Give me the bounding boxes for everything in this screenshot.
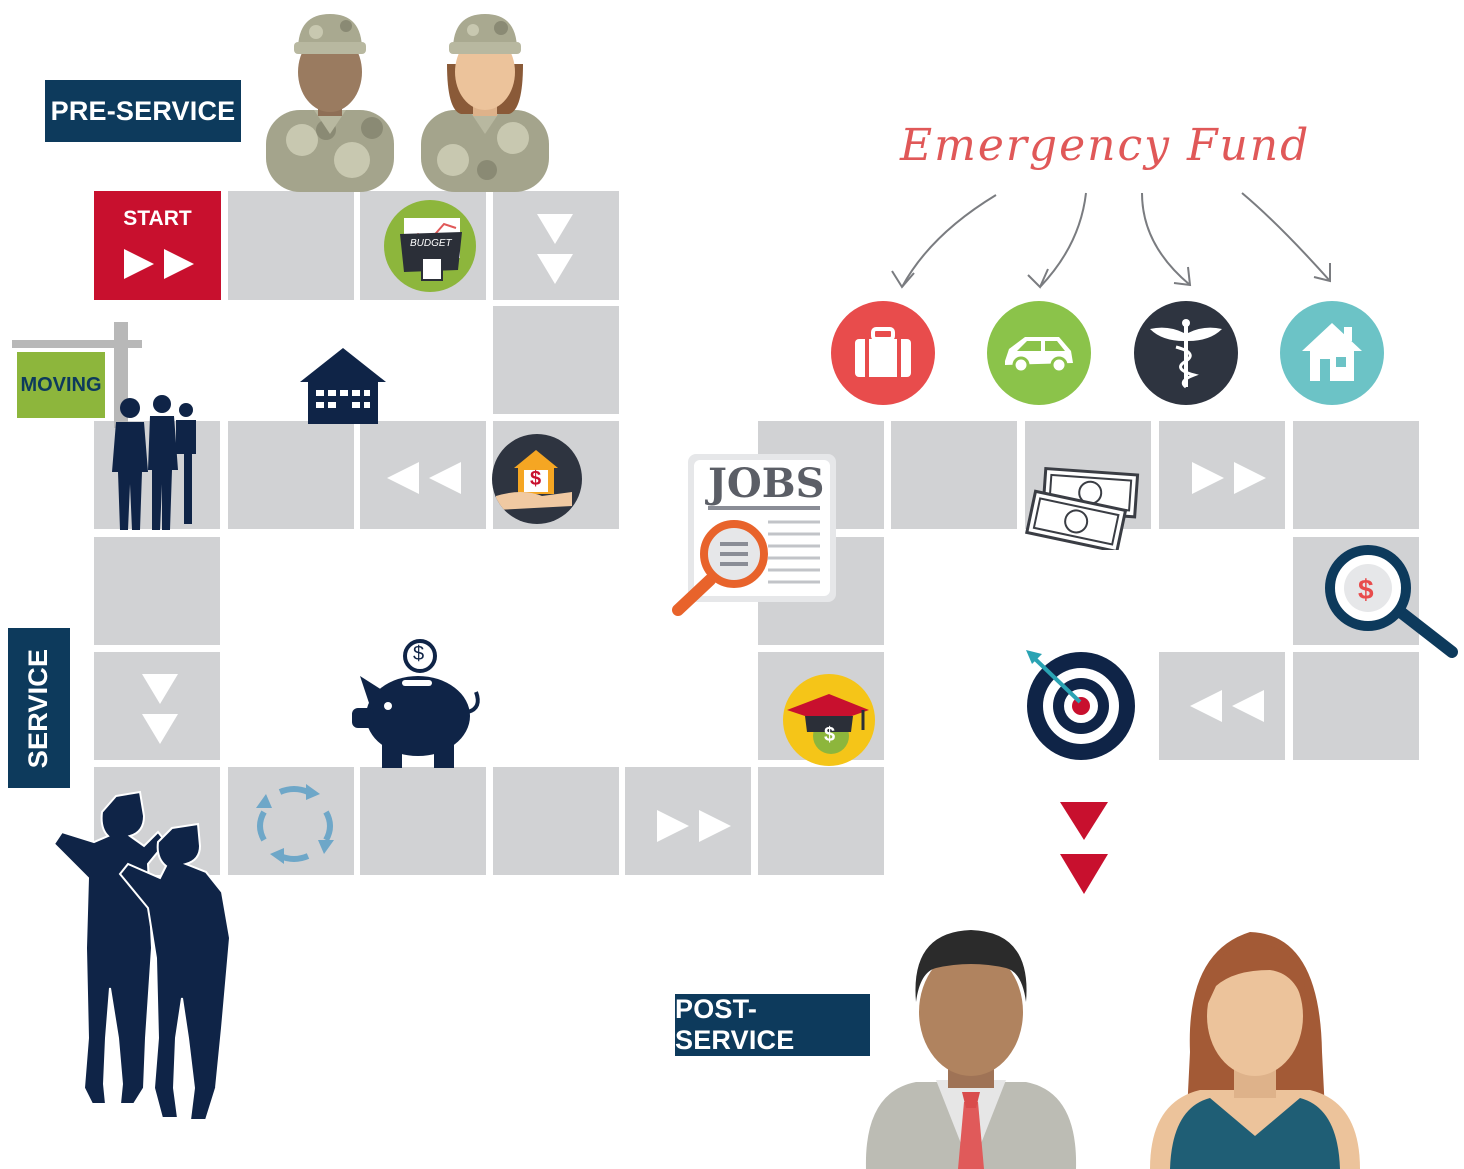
graduation-dollar: $ <box>824 724 836 746</box>
piggy-bank-icon <box>352 639 480 768</box>
service-label: SERVICE <box>8 628 70 788</box>
pre-service-label: PRE-SERVICE <box>45 80 241 142</box>
budget-label: BUDGET <box>410 238 452 249</box>
board-tile <box>228 421 354 529</box>
budget-folder-icon <box>400 218 462 281</box>
board-tile <box>94 537 220 645</box>
arrow-down-icon <box>537 214 573 284</box>
board-tile <box>1293 421 1419 529</box>
piggy-coin-dollar: $ <box>413 643 425 665</box>
suitcase-icon <box>831 301 935 405</box>
suitcase-shape-icon <box>855 327 911 377</box>
arrow-left-icon <box>1190 690 1264 722</box>
businessman-icon <box>865 930 1077 1169</box>
service-label-text: SERVICE <box>23 648 54 768</box>
car-icon <box>987 301 1091 405</box>
house-icon <box>300 348 386 424</box>
start-tile: START <box>94 191 221 300</box>
saluting-soldiers-icon <box>52 790 232 1121</box>
board-tile <box>493 306 619 414</box>
board-tile <box>1293 652 1419 760</box>
jobs-title: JOBS <box>708 460 825 507</box>
home-loan-icon: $ <box>492 434 582 524</box>
post-service-label: POST-SERVICE <box>675 994 870 1056</box>
graduation-cap-dollar-icon: $ <box>783 674 875 766</box>
graduation-cap-icon <box>787 694 869 754</box>
family-silhouette-icon <box>112 395 196 530</box>
start-arrow-icon <box>124 249 194 279</box>
board-tile <box>228 191 354 300</box>
arrow-right-icon <box>657 810 731 842</box>
jobs-newspaper-icon <box>672 454 836 616</box>
arrow-right-icon <box>1192 462 1266 494</box>
soldier-female-icon <box>421 14 549 192</box>
board-tile-arrow-left <box>360 421 486 529</box>
hand-house-icon <box>496 450 572 510</box>
home-loan-dollar: $ <box>530 468 542 490</box>
board-tile-arrow-right <box>1159 421 1285 529</box>
board-tile-arrow-down <box>94 652 220 760</box>
home-icon <box>1280 301 1384 405</box>
board-tile <box>758 767 884 875</box>
caduceus-shape-icon <box>1150 319 1222 389</box>
caduceus-icon <box>1134 301 1238 405</box>
moving-sign: MOVING <box>17 352 105 418</box>
businesswoman-icon <box>1150 932 1360 1169</box>
car-shape-icon <box>1005 337 1073 374</box>
cycle-arrows-icon <box>256 784 334 864</box>
arrow-left-icon <box>387 462 461 494</box>
board-tile <box>891 421 1017 529</box>
home-shape-icon <box>1302 323 1362 381</box>
emergency-fund-arrows <box>891 192 1331 289</box>
emergency-fund-title: Emergency Fund <box>900 120 1311 171</box>
arrow-down-red-icon <box>1060 802 1108 894</box>
board-tile-arrow-right <box>625 767 751 875</box>
soldier-male-icon <box>266 14 394 192</box>
start-label: START <box>123 207 192 230</box>
magnifier-dollar: $ <box>1358 574 1374 605</box>
board-tile <box>360 767 486 875</box>
target-icon <box>1026 650 1135 760</box>
cash-icon <box>1025 466 1140 550</box>
magnifier-dollar-icon <box>1325 545 1458 658</box>
board-tile <box>493 767 619 875</box>
arrow-down-icon <box>142 674 178 744</box>
budget-icon: BUDGET <box>384 200 476 292</box>
